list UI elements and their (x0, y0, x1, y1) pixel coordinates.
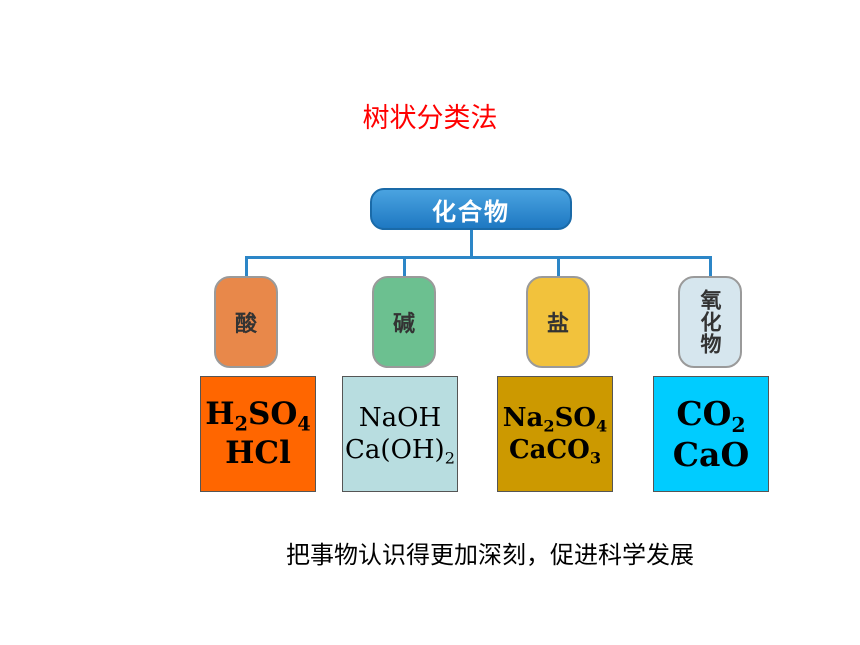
formula-line-1: NaOH (358, 402, 442, 433)
formula-line-2: CaO (672, 435, 750, 474)
connector-base (403, 256, 406, 276)
formula-subscript: 4 (297, 412, 311, 436)
connector-acid (245, 256, 248, 276)
formula-line-1: Na2SO4 (502, 402, 608, 436)
formula-subscript: 4 (596, 416, 608, 436)
formula-line-1: H2SO4 (205, 396, 311, 436)
diagram-title: 树状分类法 (362, 103, 498, 134)
connector-salt (557, 256, 560, 276)
connector-oxide (709, 256, 712, 276)
connector-root-stem (470, 230, 473, 258)
formula-subscript: 2 (234, 412, 248, 436)
category-base: 碱 (372, 276, 436, 368)
caption-text: 把事物认识得更加深刻，促进科学发展 (286, 541, 694, 569)
example-box-oxide: CO2 CaO (653, 376, 769, 492)
formula-line-1: CO2 (676, 393, 746, 437)
category-oxide: 氧化物 (678, 276, 742, 368)
formula-line-2: Ca(OH)2 (345, 435, 455, 468)
formula-subscript: 2 (444, 448, 455, 468)
example-box-salt: Na2SO4 CaCO3 (497, 376, 613, 492)
example-box-acid: H2SO4 HCl (200, 376, 316, 492)
root-node-compound: 化合物 (370, 188, 572, 230)
category-salt: 盐 (526, 276, 590, 368)
formula-line-2: CaCO3 (508, 435, 602, 468)
formula-line-2: HCl (225, 435, 291, 471)
formula-subscript: 2 (731, 412, 746, 437)
formula-subscript: 2 (543, 416, 555, 436)
formula-subscript: 3 (589, 448, 602, 468)
category-acid: 酸 (214, 276, 278, 368)
example-box-base: NaOH Ca(OH)2 (342, 376, 458, 492)
connector-horizontal (245, 256, 712, 259)
